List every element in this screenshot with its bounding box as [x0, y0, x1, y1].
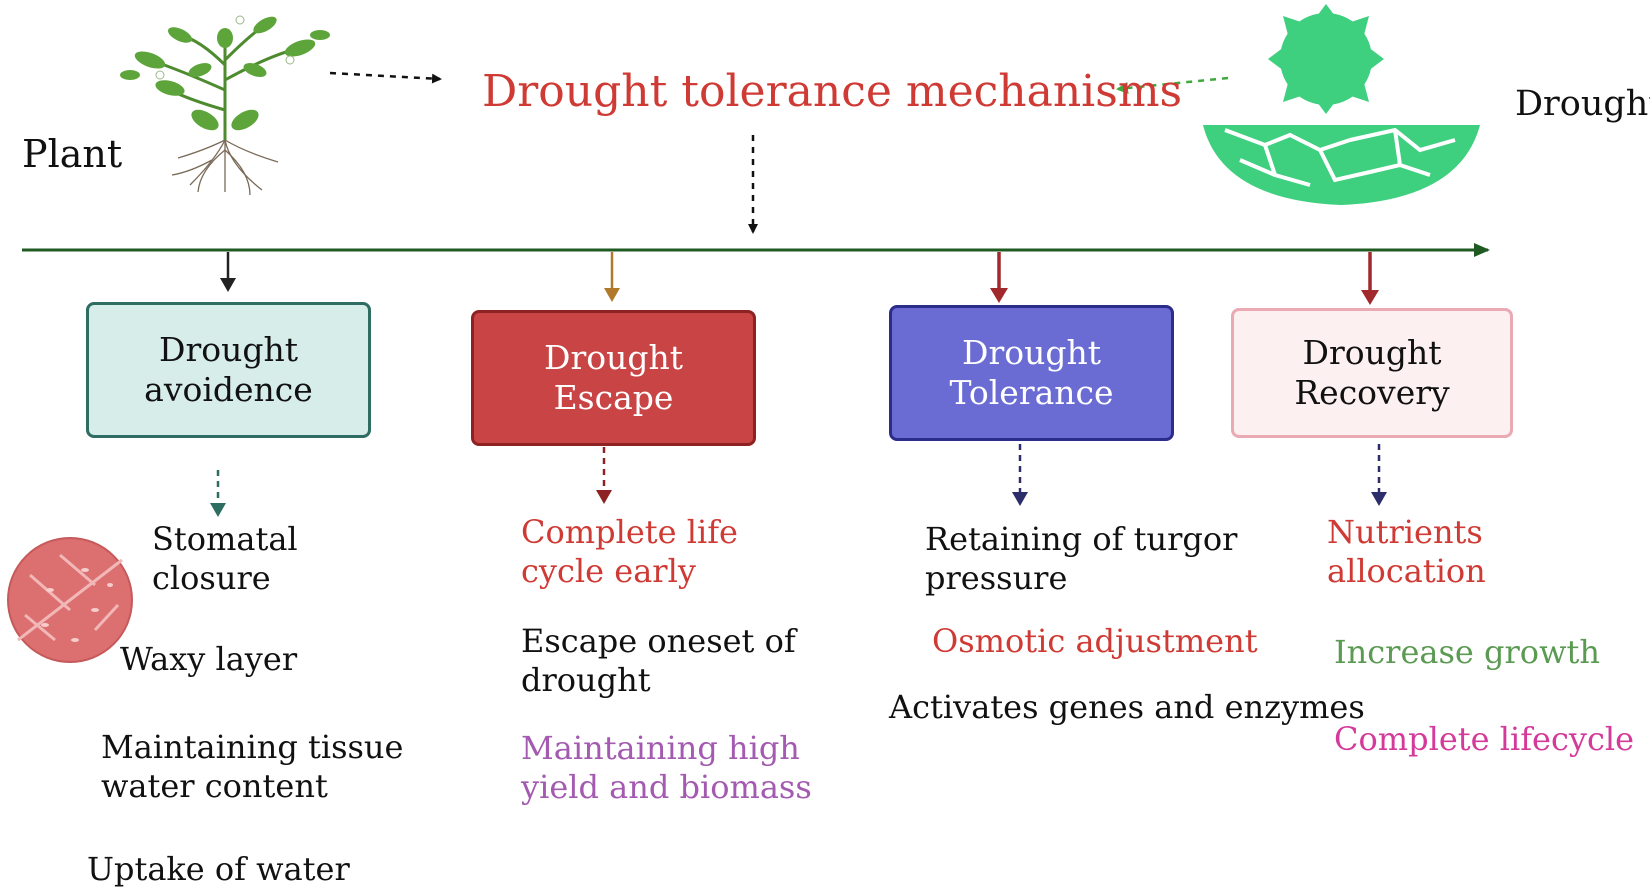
recovery-item-complete-lifecycle: Complete lifecycle	[1334, 720, 1635, 758]
drought-avoidance-title-line1: Drought	[158, 330, 298, 369]
drought-recovery-title-line1: Drought	[1302, 333, 1442, 372]
box-to-item-arrows	[210, 444, 1387, 517]
drought-label: Drought	[1515, 84, 1650, 124]
plant-label: Plant	[22, 132, 123, 176]
drought-recovery-title-line2: Recovery	[1294, 373, 1450, 412]
plant-to-title-arrow	[329, 71, 442, 84]
tolerance-item-genes-enzymes: Activates genes and enzymes	[889, 688, 1365, 726]
sun-icon	[1268, 4, 1384, 114]
drought-avoidance-title-line2: avoidence	[144, 370, 313, 409]
drought-escape-title: Drought Escape	[544, 338, 683, 417]
avoidance-item-uptake-water: Uptake of water	[87, 850, 350, 888]
drought-tolerance-title-line1: Drought	[962, 333, 1101, 372]
drought-tolerance-title-line2: Tolerance	[949, 373, 1114, 412]
avoidance-item-waxy-layer: Waxy layer	[120, 640, 298, 678]
tolerance-item-osmotic-adjustment: Osmotic adjustment	[932, 622, 1258, 660]
drought-escape-box: Drought Escape	[471, 310, 756, 446]
leaf-surface-icon	[7, 537, 133, 663]
plant-icon	[120, 15, 330, 196]
cracked-earth-icon	[1203, 125, 1480, 205]
timeline-to-box-arrows	[220, 252, 1379, 305]
diagram-title: Drought tolerance mechanisms	[482, 66, 1183, 117]
recovery-item-increase-growth: Increase growth	[1334, 633, 1600, 671]
